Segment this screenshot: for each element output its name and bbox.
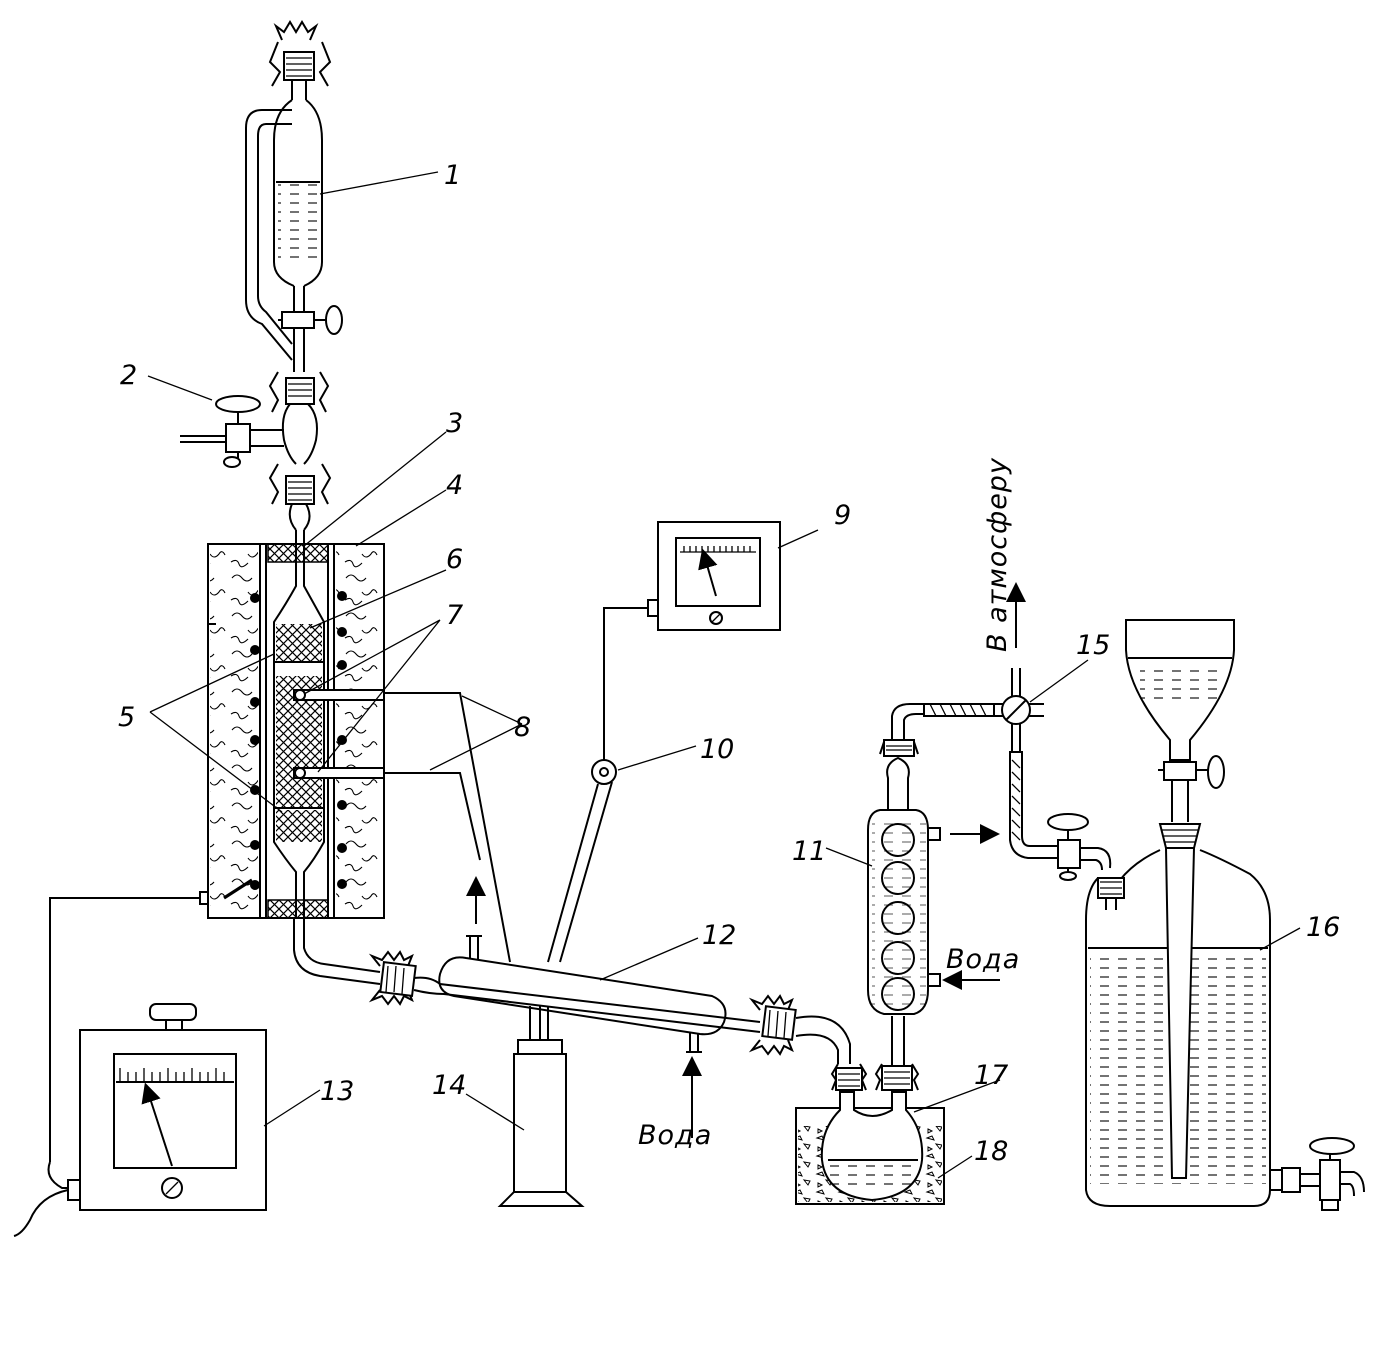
receiver-flask-bath: [795, 1063, 945, 1205]
liebig-condenser: [368, 876, 851, 1138]
label-9: 9: [834, 500, 851, 531]
label-3: 3: [446, 408, 463, 439]
potentiometer: [547, 521, 781, 963]
aspirator-bottle: [1085, 619, 1365, 1211]
label-13: 13: [320, 1076, 354, 1107]
temperature-regulator: [13, 1003, 267, 1237]
label-16: 16: [1306, 912, 1340, 943]
label-water-coil: Вода: [946, 944, 1020, 975]
tube-furnace: [47, 530, 511, 1189]
label-2: 2: [120, 360, 137, 391]
leader-lines: [147, 171, 1301, 1179]
label-atmosphere: В атмосферу: [982, 457, 1013, 652]
label-18: 18: [974, 1136, 1008, 1167]
heater-coil-dots: [250, 591, 347, 890]
label-15: 15: [1076, 630, 1110, 661]
label-14: 14: [432, 1070, 466, 1101]
three-way-stopcock: [923, 582, 1112, 881]
stopcock-assembly: [180, 371, 332, 531]
outlet-tube: [293, 918, 381, 985]
label-10: 10: [700, 734, 734, 765]
reflux-condenser: [867, 703, 1000, 1066]
label-6: 6: [446, 544, 463, 575]
dropping-funnel: [245, 20, 343, 372]
label-7: 7: [446, 600, 463, 631]
label-17: 17: [974, 1060, 1008, 1091]
label-8: 8: [514, 712, 531, 743]
label-12: 12: [702, 920, 736, 951]
label-1: 1: [444, 160, 461, 191]
label-11: 11: [792, 836, 826, 867]
label-water-condenser: Вода: [638, 1120, 712, 1151]
label-5: 5: [118, 702, 135, 733]
label-4: 4: [446, 470, 463, 501]
lab-stand: [497, 1006, 585, 1207]
